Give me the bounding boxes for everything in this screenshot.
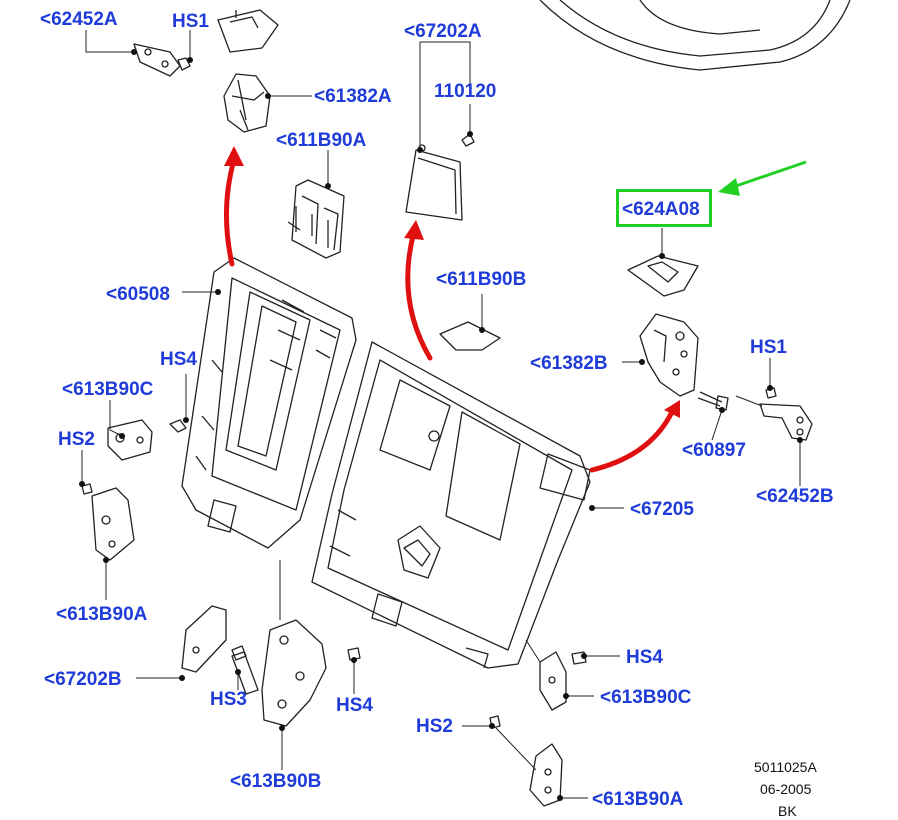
label-60897[interactable]: <60897 [682,440,746,461]
label-611b90b[interactable]: <611B90B [436,269,527,290]
bracket-613b90c-right [539,651,587,711]
red-arrow-right [589,409,675,473]
label-624a08[interactable]: <624A08 [622,199,700,220]
footer-code: 5011025A [754,759,817,775]
red-arrow-heads [224,146,680,418]
footer-suffix: BK [778,803,797,819]
hinge-61382a [223,73,271,133]
label-62452b[interactable]: <62452B [756,486,834,507]
label-hs1-top[interactable]: HS1 [172,11,209,32]
cover-67202b [181,605,227,673]
label-hs1-right[interactable]: HS1 [750,337,787,358]
label-60508[interactable]: <60508 [106,284,170,305]
bracket-613b90c-left [107,419,187,461]
red-arrows [223,157,675,473]
label-61382a[interactable]: <61382A [314,86,392,107]
label-hs2-left[interactable]: HS2 [58,429,95,450]
leader-lines [81,30,801,799]
footer-date: 06-2005 [760,781,812,797]
red-arrow-center [405,229,433,361]
cover-67202a [405,133,475,221]
bracket-613b90b [261,619,361,727]
seat-cushion-outline [539,0,851,71]
label-67205[interactable]: <67205 [630,499,694,520]
pad-611b90b [439,321,501,351]
latch-611b90a [287,179,345,259]
bracket-62452a-top [133,43,191,77]
seat-back-67205 [311,341,591,669]
bracket-613b90a-left [81,483,135,561]
label-67202a[interactable]: <67202A [404,21,482,42]
bolt-60897 [697,391,729,411]
label-611b90a[interactable]: <611B90A [276,130,367,151]
label-67202b[interactable]: <67202B [44,669,122,690]
top-pad-part [217,9,279,53]
label-613b90c-right[interactable]: <613B90C [600,687,692,708]
label-61382b[interactable]: <61382B [530,353,608,374]
label-hs2-bottom[interactable]: HS2 [416,716,453,737]
label-110120[interactable]: 110120 [434,81,497,102]
label-62452a-top[interactable]: <62452A [40,9,118,30]
pad-624a08 [627,255,699,297]
label-hs4-right[interactable]: HS4 [626,647,663,668]
label-613b90b[interactable]: <613B90B [230,771,322,792]
highlight-box-624a08 [616,189,712,227]
green-pointer-arrow [718,160,807,196]
label-hs4-bottom[interactable]: HS4 [336,695,373,716]
red-arrow-left [223,157,237,267]
seat-back-60508 [181,257,357,549]
hinge-61382b [639,313,699,397]
bolt-hs3 [231,645,259,695]
bracket-62452b [759,387,813,441]
label-613b90a-left[interactable]: <613B90A [56,604,148,625]
label-613b90c-left[interactable]: <613B90C [62,379,154,400]
label-hs4-left[interactable]: HS4 [160,349,197,370]
label-613b90a-right[interactable]: <613B90A [592,789,684,810]
bracket-613b90a-right [489,715,563,807]
leader-dots [79,49,803,801]
label-hs3[interactable]: HS3 [210,689,247,710]
